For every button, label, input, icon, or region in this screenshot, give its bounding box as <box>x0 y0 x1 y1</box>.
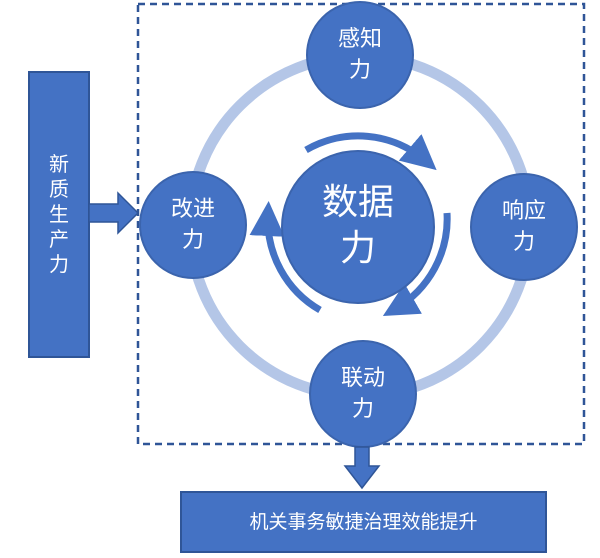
node-left <box>139 171 247 279</box>
cycle-arrow-top <box>304 132 437 171</box>
side-arrow <box>88 191 140 235</box>
down-arrow <box>343 446 381 490</box>
node-right <box>470 173 578 281</box>
node-bottom <box>309 340 417 448</box>
node-top <box>306 1 414 109</box>
result-box <box>180 491 547 553</box>
side-box <box>28 71 90 358</box>
cycle-arrow-bottom <box>249 201 322 314</box>
cycle-arrow-right <box>382 212 451 316</box>
center-node <box>281 150 435 304</box>
cycle-arrows <box>249 132 451 316</box>
